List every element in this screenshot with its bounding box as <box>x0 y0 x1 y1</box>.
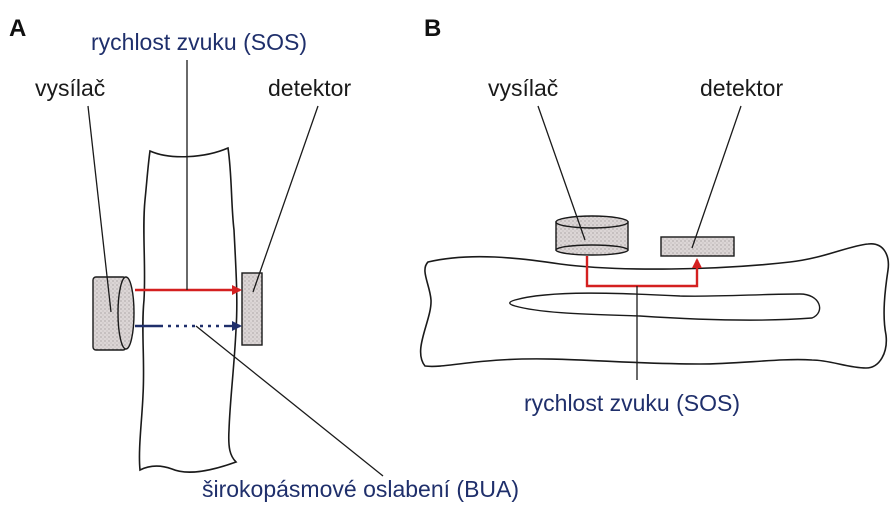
leader-bua-a <box>196 326 383 476</box>
transmitter-label-a: vysílač <box>35 77 105 100</box>
detector-label-a: detektor <box>268 77 351 100</box>
sos-label-b: rychlost zvuku (SOS) <box>524 392 740 415</box>
transmitter-cylinder-a <box>93 277 134 350</box>
transmitter-label-b: vysílač <box>488 77 558 100</box>
transmitter-cylinder-b <box>556 216 628 255</box>
detector-plate-b <box>661 237 734 256</box>
bone-horizontal-outline <box>421 244 889 368</box>
panel-a-letter: A <box>9 17 26 41</box>
bua-label-a: širokopásmové oslabení (BUA) <box>202 478 519 501</box>
panel-b-letter: B <box>424 17 441 41</box>
bone-canal <box>510 293 820 320</box>
detector-label-b: detektor <box>700 77 783 100</box>
leader-detector-a <box>253 106 318 292</box>
detector-plate-a <box>242 273 262 345</box>
bone-vertical-outline <box>139 148 236 472</box>
sos-label-a: rychlost zvuku (SOS) <box>91 31 307 54</box>
sos-path-b <box>587 256 697 286</box>
leader-detector-b <box>692 106 741 248</box>
